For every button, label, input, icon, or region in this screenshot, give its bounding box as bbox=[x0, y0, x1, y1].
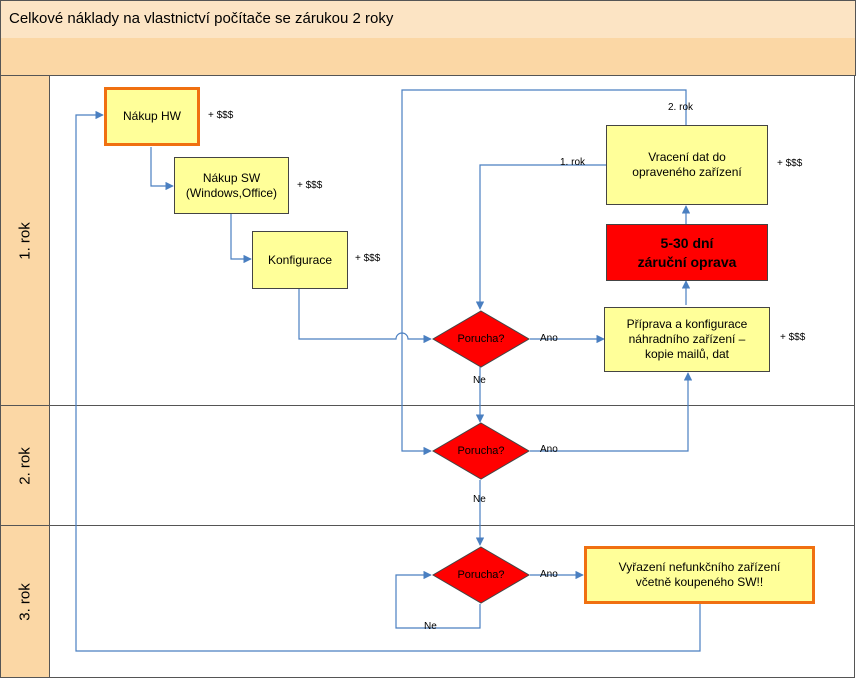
lane-header-year2: 2. rok bbox=[0, 406, 50, 525]
no-label-1: Ne bbox=[473, 375, 486, 386]
no-label-3: Ne bbox=[424, 621, 437, 632]
yes-label-2: Ano bbox=[540, 444, 558, 455]
diagram-title: Celkové náklady na vlastnictví počítače … bbox=[9, 10, 394, 27]
box-oprava-line1: 5-30 dní bbox=[660, 234, 714, 251]
box-vraceni-dat-text: Vracení dat do opraveného zařízení bbox=[632, 150, 741, 180]
connector-vraceni-2rok bbox=[401, 89, 687, 456]
decision-1-text: Porucha? bbox=[457, 333, 505, 345]
yes-label-1: Ano bbox=[540, 333, 558, 344]
connector-sw-konfigurace bbox=[230, 214, 252, 264]
cost-label-vraceni: + $$$ bbox=[777, 158, 803, 169]
cost-label-hw: + $$$ bbox=[208, 110, 234, 121]
box-vyrazeni-line1: Vyřazení nefunkčního zařízení bbox=[618, 560, 781, 574]
box-vraceni-line1: Vracení dat do bbox=[648, 150, 726, 164]
box-priprava-line3: kopie mailů, dat bbox=[644, 347, 730, 361]
decision-3-text: Porucha? bbox=[457, 569, 505, 581]
connector-label-2rok: 2. rok bbox=[668, 102, 694, 113]
lane-divider-2 bbox=[0, 525, 855, 526]
box-oprava-line2: záruční oprava bbox=[637, 253, 737, 270]
box-zarucni-oprava: 5-30 dní záruční oprava bbox=[606, 224, 768, 281]
connector-hw-sw bbox=[150, 147, 174, 191]
connector-konfigurace-decision1 bbox=[298, 289, 432, 344]
box-vyrazeni: Vyřazení nefunkčního zařízení včetně kou… bbox=[584, 546, 815, 604]
box-nakup-sw-text: Nákup SW (Windows,Office) bbox=[186, 171, 277, 201]
box-priprava-text: Příprava a konfigurace náhradního zaříze… bbox=[627, 317, 748, 362]
connector-decision3-no bbox=[395, 570, 481, 629]
lane-header-year1: 1. rok bbox=[0, 76, 50, 405]
connector-decision2-yes bbox=[530, 372, 693, 452]
box-konfigurace: Konfigurace bbox=[252, 231, 348, 289]
box-nakup-sw: Nákup SW (Windows,Office) bbox=[174, 157, 289, 214]
lane-header-year3: 3. rok bbox=[0, 526, 50, 677]
no-label-2: Ne bbox=[473, 494, 486, 505]
box-nakup-hw: Nákup HW bbox=[104, 87, 200, 146]
decision-diamond-3 bbox=[432, 546, 530, 604]
decision-2-text: Porucha? bbox=[457, 445, 505, 457]
connector-vraceni-1rok bbox=[475, 164, 606, 310]
box-nakup-sw-line1: Nákup SW bbox=[202, 170, 261, 185]
box-priprava-line2: náhradního zařízení – bbox=[628, 332, 746, 346]
lane-divider-1 bbox=[0, 405, 855, 406]
connector-label-1rok: 1. rok bbox=[560, 157, 586, 168]
lane-year1 bbox=[49, 76, 855, 405]
box-priprava-line1: Příprava a konfigurace bbox=[626, 317, 748, 331]
lane-year3 bbox=[49, 526, 855, 677]
diagram-subheader bbox=[0, 38, 856, 76]
box-nakup-sw-line2: (Windows,Office) bbox=[185, 185, 278, 200]
box-nakup-hw-label: Nákup HW bbox=[122, 109, 181, 123]
box-vraceni-dat: Vracení dat do opraveného zařízení bbox=[606, 125, 768, 205]
cost-label-priprava: + $$$ bbox=[780, 332, 806, 343]
cost-label-konfigurace: + $$$ bbox=[355, 253, 381, 264]
decision-diamond-1 bbox=[432, 310, 530, 368]
cost-label-sw: + $$$ bbox=[297, 180, 323, 191]
yes-label-3: Ano bbox=[540, 569, 558, 580]
box-konfigurace-label: Konfigurace bbox=[267, 252, 333, 267]
decision-diamond-2 bbox=[432, 422, 530, 480]
box-priprava: Příprava a konfigurace náhradního zaříze… bbox=[604, 307, 770, 372]
box-zarucni-oprava-text: 5-30 dní záruční oprava bbox=[638, 234, 737, 272]
box-vraceni-line2: opraveného zařízení bbox=[632, 165, 742, 179]
lane-year2 bbox=[49, 406, 855, 525]
diagram-header: Celkové náklady na vlastnictví počítače … bbox=[0, 0, 856, 39]
box-vyrazeni-line2: včetně koupeného SW!! bbox=[635, 575, 764, 589]
connector-vyrazeni-loop bbox=[75, 110, 701, 652]
box-vyrazeni-text: Vyřazení nefunkčního zařízení včetně kou… bbox=[619, 560, 781, 590]
